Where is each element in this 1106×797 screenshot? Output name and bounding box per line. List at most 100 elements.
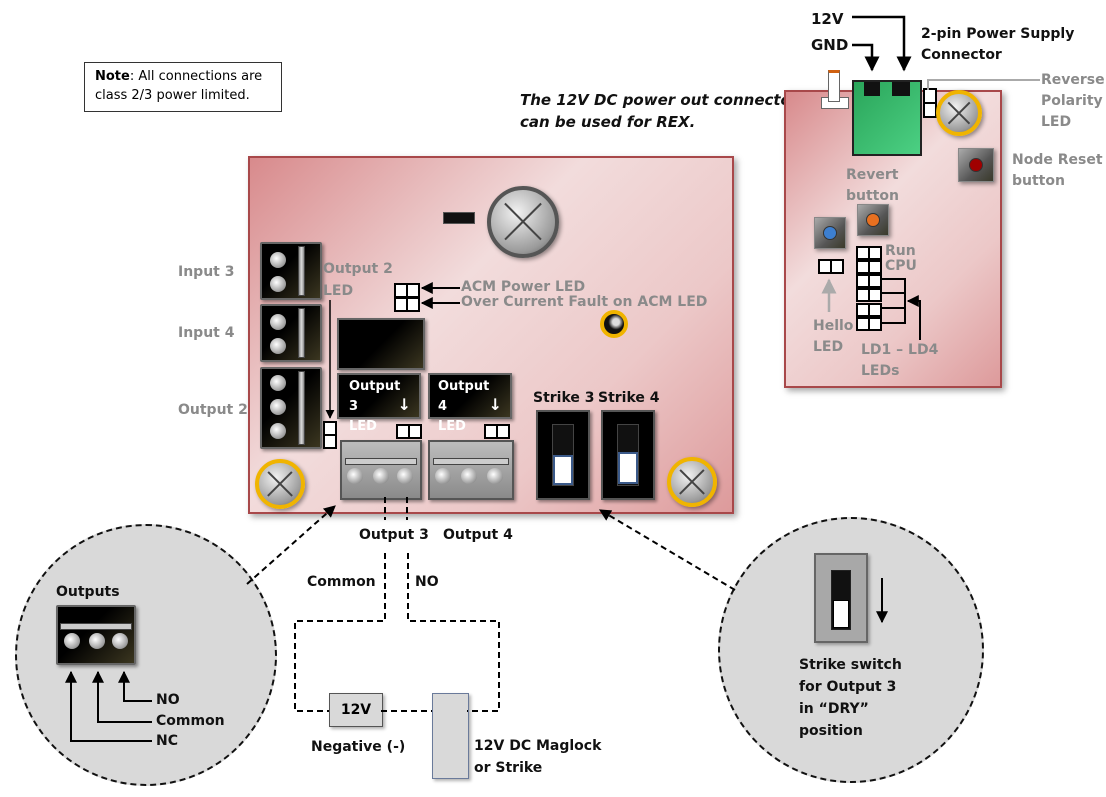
rex-note-line2: can be used for REX. xyxy=(520,113,696,131)
hello-button[interactable] xyxy=(814,217,846,249)
outputs-callout xyxy=(15,524,277,786)
output4-led-line2: LED xyxy=(438,419,466,434)
output4-led-line1: Output 4 xyxy=(438,379,490,414)
input3-label: Input 3 xyxy=(178,264,235,280)
strike-callout-line3: in “DRY” xyxy=(799,701,869,717)
connector-slot-gnd xyxy=(864,82,880,96)
strike-callout-line4: position xyxy=(799,723,863,739)
strike3-switch[interactable] xyxy=(536,410,590,500)
board-slot xyxy=(443,212,475,224)
callout-line-strike xyxy=(598,509,736,591)
strike4-slider[interactable] xyxy=(618,452,638,484)
node-reset-label: Node Reset button xyxy=(1012,150,1103,192)
down-arrow-icon: ↓ xyxy=(488,395,502,414)
output3-led xyxy=(396,424,422,439)
hello-led-label: Hello LED xyxy=(813,316,853,358)
note-bold: Note xyxy=(95,69,130,84)
revert-dot-icon xyxy=(866,213,880,227)
strike4-switch[interactable] xyxy=(601,410,655,500)
power-out-pins xyxy=(828,70,840,102)
screw-icon xyxy=(667,457,717,507)
negative-label: Negative (-) xyxy=(311,739,406,755)
run-led xyxy=(856,246,882,260)
note-box: Note: All connections are class 2/3 powe… xyxy=(84,62,282,112)
ld3-led xyxy=(856,303,882,317)
wiring-output3-label: Output 3 xyxy=(359,527,429,543)
strike3-label: Strike 3 xyxy=(533,390,595,406)
potentiometer[interactable] xyxy=(600,310,628,338)
output4-connector[interactable] xyxy=(428,440,514,500)
output2-led-line1: Output 2 xyxy=(323,261,393,277)
output4-led xyxy=(484,424,510,439)
hello-line2: LED xyxy=(813,339,844,355)
output3-led-line2: LED xyxy=(349,419,377,434)
reverse-polarity-line1: Reverse xyxy=(1041,72,1105,88)
ld2-led xyxy=(856,288,882,302)
power-connector-line1: 2-pin Power Supply xyxy=(921,26,1075,42)
reverse-polarity-led xyxy=(923,88,937,118)
ld-line2: LEDs xyxy=(861,363,900,379)
note-text: : All connections are class 2/3 power li… xyxy=(95,69,263,103)
ld-line1: LD1 – LD4 xyxy=(861,342,939,358)
chip xyxy=(337,318,425,370)
rex-note: The 12V DC power out connector can be us… xyxy=(520,89,798,133)
strike-callout-text: Strike switch for Output 3 in “DRY” posi… xyxy=(799,654,902,742)
strike-callout-line1: Strike switch xyxy=(799,657,902,673)
revert-line2: button xyxy=(846,188,899,204)
input4-terminal[interactable] xyxy=(260,304,322,362)
strike-switch-icon xyxy=(814,553,868,643)
reverse-polarity-label: Reverse Polarity LED xyxy=(1041,70,1105,133)
output2-led-line2: LED xyxy=(323,283,354,299)
reverse-polarity-line3: LED xyxy=(1041,114,1072,130)
revert-line1: Revert xyxy=(846,167,899,183)
down-arrow-icon: ↓ xyxy=(397,395,411,414)
over-current-led xyxy=(394,297,420,312)
strike4-label: Strike 4 xyxy=(598,390,660,406)
revert-button[interactable] xyxy=(857,204,889,236)
power-connector-label: 2-pin Power Supply Connector xyxy=(921,24,1074,66)
outputs-title: Outputs xyxy=(56,584,120,600)
wiring-output4-label: Output 4 xyxy=(443,527,513,543)
wiring-no-label: NO xyxy=(415,574,439,590)
revert-label: Revert button xyxy=(846,165,899,207)
power-12v-label: 12V xyxy=(340,702,372,718)
power-supply-connector[interactable] xyxy=(852,80,922,156)
output4-led-block: Output 4 LED ↓ xyxy=(428,373,512,434)
cpu-label: CPU xyxy=(885,258,917,274)
output3-led-line1: Output 3 xyxy=(349,379,401,414)
run-label: Run xyxy=(885,243,916,259)
input3-terminal[interactable] xyxy=(260,242,322,300)
output3-connector[interactable] xyxy=(340,440,422,500)
hello-led xyxy=(818,259,844,274)
label-12v: 12V xyxy=(811,10,844,28)
reverse-polarity-line2: Polarity xyxy=(1041,93,1103,109)
over-current-led-label: Over Current Fault on ACM LED xyxy=(461,294,708,310)
cpu-led xyxy=(856,260,882,274)
screw-icon xyxy=(255,459,305,509)
outputs-no-label: NO xyxy=(156,692,180,708)
strike-callout-line2: for Output 3 xyxy=(799,679,897,695)
maglock-device xyxy=(432,693,469,779)
acm-power-led xyxy=(394,283,420,298)
device-line2: or Strike xyxy=(474,760,543,776)
outputs-common-label: Common xyxy=(156,713,225,729)
acm-power-led-label: ACM Power LED xyxy=(461,279,586,295)
node-reset-line2: button xyxy=(1012,173,1065,189)
rex-note-line1: The 12V DC power out connector xyxy=(520,91,799,109)
screw-icon xyxy=(936,90,982,136)
device-label: 12V DC Maglock or Strike xyxy=(474,735,601,779)
connector-slot-12v xyxy=(892,82,910,96)
node-reset-line1: Node Reset xyxy=(1012,152,1103,168)
output2-terminal[interactable] xyxy=(260,367,322,449)
power-12v-box: 12V xyxy=(329,693,383,727)
arrow-12v xyxy=(852,15,912,72)
node-reset-button[interactable] xyxy=(958,148,994,182)
strike3-slider[interactable] xyxy=(553,455,573,485)
outputs-connector-icon xyxy=(56,605,136,665)
hello-line1: Hello xyxy=(813,318,854,334)
device-line1: 12V DC Maglock xyxy=(474,738,602,754)
output2-label: Output 2 xyxy=(178,402,248,418)
reset-dot-icon xyxy=(969,158,983,172)
ld4-led xyxy=(856,317,882,331)
output2-led xyxy=(323,421,337,449)
